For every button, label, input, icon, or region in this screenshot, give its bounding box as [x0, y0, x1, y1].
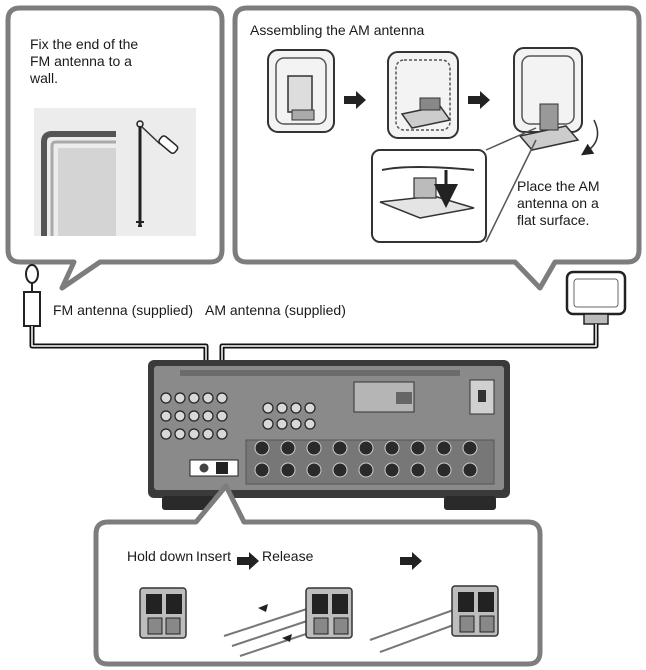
fm-antenna-label: FM antenna (supplied): [53, 302, 194, 318]
rca-jack: [188, 392, 200, 404]
rca-jack: [216, 410, 228, 422]
speaker-terminal: [280, 440, 296, 456]
rca-jack: [174, 428, 186, 440]
rca-jack: [160, 392, 172, 404]
rca-jack: [290, 402, 302, 414]
speaker-terminal: [306, 462, 322, 478]
arrow-right-icon: [468, 91, 490, 109]
rca-jack: [174, 410, 186, 422]
rca-jack: [174, 392, 186, 404]
pin-icon: [140, 125, 179, 155]
speaker-terminal: [384, 462, 400, 478]
am-placement-note: Place the AM antenna on a flat surface.: [517, 178, 600, 228]
rca-jack: [160, 410, 172, 422]
speaker-terminal: [410, 440, 426, 456]
rca-jack: [202, 392, 214, 404]
wall-illustration: [34, 108, 196, 236]
am-antenna-unfolding-icon: [387, 51, 459, 139]
rca-jack: [216, 392, 228, 404]
am-assembly-title: Assembling the AM antenna: [250, 22, 425, 38]
am-antenna-icon: [565, 270, 627, 325]
rca-jack: [304, 418, 316, 430]
speaker-terminal: [254, 440, 270, 456]
speaker-terminal: [280, 462, 296, 478]
rca-jack: [262, 402, 274, 414]
fm-antenna-icon: [23, 264, 41, 327]
terminal-insert-icon: [223, 587, 353, 657]
am-antenna-assembled-icon: [513, 47, 599, 156]
rca-jack: [290, 418, 302, 430]
arrow-right-icon: [400, 552, 422, 570]
speaker-terminal: [306, 440, 322, 456]
speaker-terminal: [462, 440, 478, 456]
step-insert-label: Insert: [196, 548, 232, 564]
speaker-terminal: [358, 440, 374, 456]
speaker-terminal: [436, 462, 452, 478]
rca-jack: [188, 428, 200, 440]
speaker-terminal: [332, 462, 348, 478]
terminal-release-icon: [369, 585, 499, 653]
rca-jack: [304, 402, 316, 414]
rca-jack: [276, 402, 288, 414]
speaker-terminal: [332, 440, 348, 456]
rca-jack: [202, 428, 214, 440]
speaker-terminal: [358, 462, 374, 478]
fm-instruction-text: Fix the end of the FM antenna to a wall.: [30, 36, 139, 86]
speaker-terminal: [254, 462, 270, 478]
fm-wire-hanging-icon: [136, 120, 144, 227]
step-release-label: Release: [262, 548, 314, 564]
rca-jack: [262, 418, 274, 430]
av-receiver-rear-panel: [148, 360, 510, 510]
speaker-terminals: [160, 392, 478, 478]
rca-jack: [276, 418, 288, 430]
rca-jack: [160, 428, 172, 440]
step-hold-down-label: Hold down: [127, 548, 194, 564]
detail-inset: [371, 127, 537, 243]
am-antenna-label: AM antenna (supplied): [205, 302, 346, 318]
arrow-right-icon: [237, 552, 259, 570]
speaker-terminal: [436, 440, 452, 456]
speaker-terminal: [384, 440, 400, 456]
arrow-right-icon: [344, 91, 366, 109]
am-antenna-folded-icon: [267, 49, 335, 133]
speaker-terminal: [410, 462, 426, 478]
terminal-hold-down-icon: [139, 587, 187, 639]
rca-jack: [188, 410, 200, 422]
rca-jack: [216, 428, 228, 440]
speaker-terminal: [462, 462, 478, 478]
rca-jack: [202, 410, 214, 422]
